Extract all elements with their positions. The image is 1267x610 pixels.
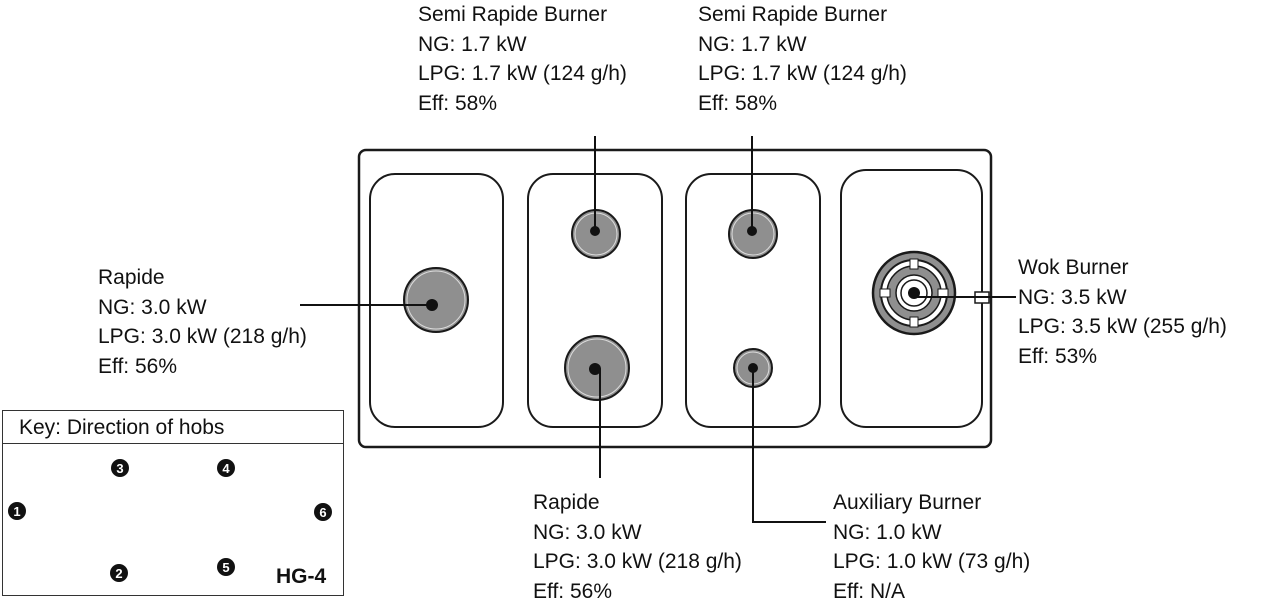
semi-rapide-2-title: Semi Rapide Burner — [698, 3, 888, 26]
auxiliary-eff: Eff: N/A — [833, 579, 905, 603]
semi-rapide-1-eff: Eff: 58% — [418, 91, 497, 115]
leader-auxiliary — [752, 368, 826, 523]
wok-lpg: LPG: 3.5 kW (255 g/h) — [1018, 315, 1227, 338]
key-marker-1: 1 — [8, 502, 26, 520]
label-auxiliary: Auxiliary Burner NG: 1.0 kW LPG: 1.0 kW … — [833, 488, 1030, 606]
key-marker-3: 3 — [111, 459, 129, 477]
wok-ng: NG: 3.5 kW — [1018, 285, 1127, 309]
key-marker-6: 6 — [314, 503, 332, 521]
label-semi-rapide-1: Semi Rapide Burner NG: 1.7 kW LPG: 1.7 k… — [418, 0, 627, 118]
svg-text:6: 6 — [319, 505, 326, 520]
bottom-rapide-lpg: LPG: 3.0 kW (218 g/h) — [533, 550, 742, 573]
model-code: HG-4 — [276, 565, 327, 588]
bottom-rapide-title: Rapide — [533, 491, 600, 514]
semi-rapide-1-lpg: LPG: 1.7 kW (124 g/h) — [418, 62, 627, 85]
left-rapide-title: Rapide — [98, 266, 165, 289]
key-marker-4: 4 — [217, 459, 235, 477]
key-title: Key: Direction of hobs — [3, 411, 343, 444]
label-semi-rapide-2: Semi Rapide Burner NG: 1.7 kW LPG: 1.7 k… — [698, 0, 907, 118]
label-bottom-rapide: Rapide NG: 3.0 kW LPG: 3.0 kW (218 g/h) … — [533, 488, 742, 606]
left-rapide-lpg: LPG: 3.0 kW (218 g/h) — [98, 325, 307, 348]
auxiliary-ng: NG: 1.0 kW — [833, 520, 942, 544]
wok-burner — [871, 250, 957, 336]
wok-title: Wok Burner — [1018, 256, 1129, 279]
cooktop-frame — [357, 148, 993, 449]
semi-rapide-1-title: Semi Rapide Burner — [418, 3, 608, 26]
key-marker-2: 2 — [110, 564, 128, 582]
semi-rapide-1-ng: NG: 1.7 kW — [418, 32, 527, 56]
semi-rapide-2-ng: NG: 1.7 kW — [698, 32, 807, 56]
bottom-rapide-eff: Eff: 56% — [533, 579, 612, 603]
bottom-rapide-ng: NG: 3.0 kW — [533, 520, 642, 544]
key-marker-5: 5 — [217, 558, 235, 576]
auxiliary-title: Auxiliary Burner — [833, 491, 982, 514]
semi-rapide-2-eff: Eff: 58% — [698, 91, 777, 115]
svg-text:4: 4 — [222, 461, 230, 476]
svg-text:1: 1 — [13, 504, 20, 519]
key-box: Key: Direction of hobs — [2, 410, 344, 596]
label-wok: Wok Burner NG: 3.5 kW LPG: 3.5 kW (255 g… — [1018, 253, 1227, 371]
panel-1 — [369, 173, 504, 428]
svg-text:5: 5 — [222, 560, 229, 575]
svg-text:2: 2 — [115, 566, 122, 581]
auxiliary-lpg: LPG: 1.0 kW (73 g/h) — [833, 550, 1031, 573]
wok-eff: Eff: 53% — [1018, 344, 1097, 368]
label-left-rapide: Rapide NG: 3.0 kW LPG: 3.0 kW (218 g/h) … — [98, 263, 307, 381]
left-rapide-eff: Eff: 56% — [98, 354, 177, 378]
bottom-rapide-burner — [564, 335, 630, 401]
left-rapide-ng: NG: 3.0 kW — [98, 295, 207, 319]
svg-text:3: 3 — [116, 461, 123, 476]
semi-rapide-2-lpg: LPG: 1.7 kW (124 g/h) — [698, 62, 907, 85]
semi-rapide-burner-2 — [728, 209, 778, 259]
